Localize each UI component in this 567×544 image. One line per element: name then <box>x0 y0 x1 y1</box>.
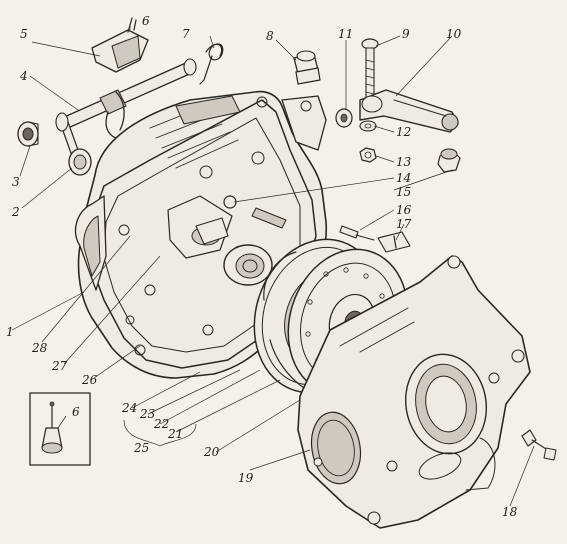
callout-27: 27 <box>51 359 68 373</box>
callout-6-inset: 6 <box>72 405 80 419</box>
callout-16: 16 <box>396 203 412 217</box>
callout-7: 7 <box>182 27 190 41</box>
lever-10 <box>359 89 459 133</box>
callout-15: 15 <box>396 185 411 199</box>
callout-2: 2 <box>11 205 20 219</box>
callout-11: 11 <box>338 27 353 41</box>
front-cover-plate <box>297 255 531 529</box>
callout-10: 10 <box>446 27 462 41</box>
callout-20: 20 <box>203 445 220 459</box>
callout-28: 28 <box>31 341 48 355</box>
callout-22: 22 <box>153 417 169 431</box>
callout-12: 12 <box>396 125 411 139</box>
callout-23: 23 <box>139 407 156 421</box>
callout-6-top: 6 <box>142 14 150 28</box>
bolt-18 <box>521 429 557 461</box>
callout-25: 25 <box>133 441 149 455</box>
bracket-5 <box>91 17 149 73</box>
callout-26: 26 <box>81 373 98 387</box>
callout-18: 18 <box>502 505 518 519</box>
callout-4: 4 <box>19 69 28 83</box>
spring-7 <box>199 43 224 85</box>
bolt-8 <box>293 50 321 85</box>
bushing-3 <box>17 121 39 147</box>
callout-8: 8 <box>266 29 274 43</box>
callout-1: 1 <box>6 325 14 339</box>
nut-13 <box>359 147 377 163</box>
callout-3: 3 <box>12 175 20 189</box>
callout-24: 24 <box>121 401 137 415</box>
bushing-15 <box>437 148 461 173</box>
callout-9: 9 <box>402 27 410 41</box>
callout-14: 14 <box>396 171 411 185</box>
nut-11 <box>335 108 353 128</box>
washer-12 <box>359 120 377 132</box>
bolt-16 <box>339 225 375 241</box>
callout-21: 21 <box>167 427 183 441</box>
plate-17 <box>377 231 411 253</box>
callout-17: 17 <box>396 217 412 231</box>
callout-13: 13 <box>396 155 412 169</box>
leader-lines <box>11 26 535 507</box>
callout-19: 19 <box>238 471 254 485</box>
callout-labels: 5 4 3 2 6 7 8 11 9 10 12 13 14 15 16 17 … <box>6 14 518 519</box>
seal-2 <box>68 148 92 176</box>
callout-5: 5 <box>20 27 28 41</box>
detail-inset <box>29 392 91 466</box>
